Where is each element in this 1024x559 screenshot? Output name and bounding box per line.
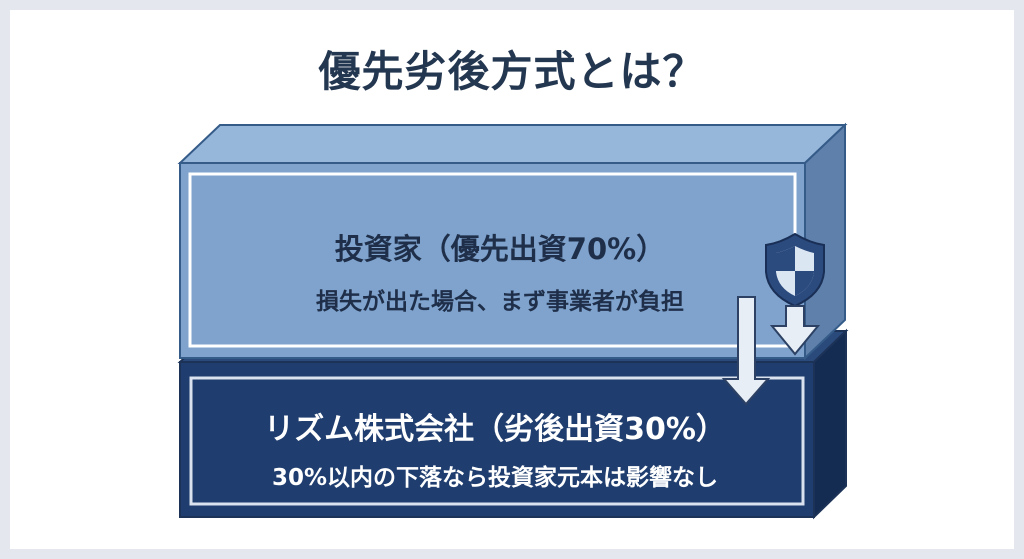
loss-down-arrow-icon [721, 296, 771, 406]
investor-block [177, 122, 848, 361]
shield-down-arrow-icon [769, 305, 821, 356]
investor-block-subtitle: 損失が出た場合、まず事業者が負担 [316, 289, 684, 315]
investor-block-title: 投資家（優先出資70%） [334, 232, 666, 266]
company-block-side-face [813, 328, 847, 520]
company-block-subtitle: 30%以内の下落なら投資家元本は影響なし [271, 465, 719, 491]
company-block [177, 328, 849, 520]
company-block-inner-border [189, 376, 805, 506]
company-block-title: リズム株式会社（劣後出資30%） [264, 412, 726, 447]
investor-block-top-face [177, 124, 848, 164]
investor-block-front-face [179, 162, 806, 359]
company-block-front-face [179, 361, 815, 518]
page-title: 優先劣後方式とは？ [318, 47, 706, 96]
